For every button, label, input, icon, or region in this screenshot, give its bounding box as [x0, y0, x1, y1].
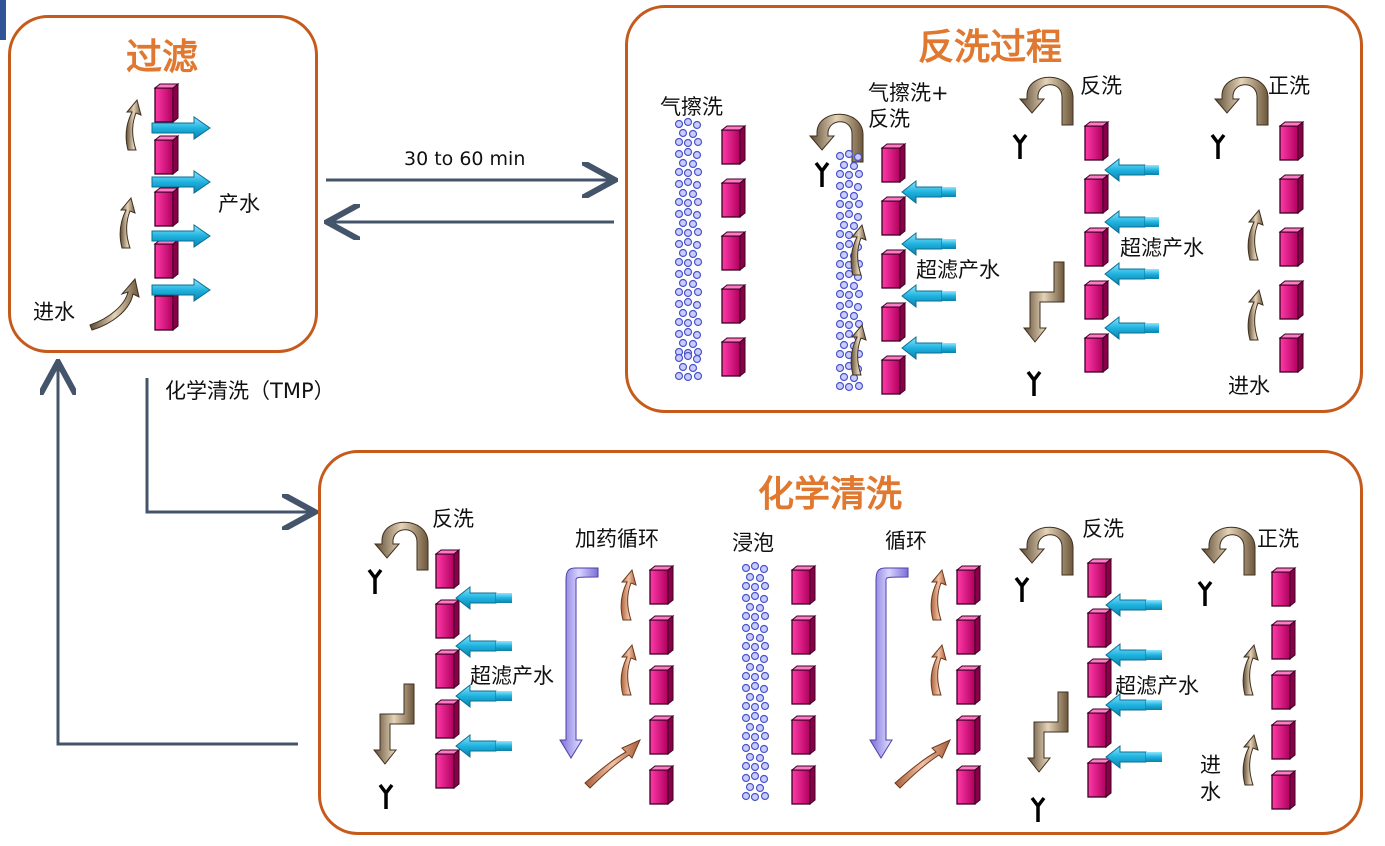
- air-backwash-membranes: [881, 143, 906, 395]
- backwash-membranes: [1084, 121, 1109, 373]
- dosing-membranes: [649, 565, 674, 805]
- filtration-inlet-label: 进水: [33, 300, 75, 324]
- chem-backwash2-drain-arrow: [1027, 691, 1069, 773]
- chem-forward-flush-up-arrows: [1242, 644, 1259, 786]
- air-backwash-flow-arrows: [901, 180, 956, 360]
- air-backwash-valve-icon: [814, 161, 830, 189]
- chem-uf-product-label-2: 超滤产水: [1115, 674, 1199, 698]
- circulation-up-arrows: [894, 569, 951, 789]
- dosing-up-arrows: [584, 569, 641, 789]
- chem-backwash-membranes: [435, 549, 460, 789]
- backwash-drain-arrow: [1023, 261, 1065, 343]
- chem-backwash-top-valve-icon: [367, 568, 383, 596]
- backwash-process-title: 反洗过程: [917, 27, 1062, 68]
- filtration-product-water-label: 产水: [218, 192, 260, 216]
- chem-backwash-bottom-valve-icon: [378, 783, 394, 811]
- backwash-top-valve-icon: [1012, 133, 1028, 161]
- chem-backwash2-label: 反洗: [1082, 517, 1124, 541]
- chem-forward-flush-uturn-arrow: [1201, 526, 1256, 576]
- chem-forward-flush-valve-icon: [1197, 580, 1213, 608]
- chem-backwash2-membranes: [1087, 558, 1112, 798]
- filtration-title: 过滤: [125, 37, 198, 78]
- soaking-bubbles: [741, 561, 770, 802]
- chemical-cleaning-title: 化学清洗: [757, 474, 902, 515]
- chem-backwash-uturn-arrow: [374, 521, 429, 571]
- air-scrub-membranes: [721, 125, 746, 377]
- chem-backwash2-bottom-valve-icon: [1030, 796, 1046, 824]
- return-to-filtration-arrow: [58, 365, 298, 746]
- backwash-inlet-label: 进水: [1228, 374, 1270, 398]
- chem-forward-flush-label: 正洗: [1257, 527, 1299, 551]
- soaking-membranes: [791, 565, 816, 805]
- chem-uf-product-label-1: 超滤产水: [470, 664, 554, 688]
- backwash-uf-product-label-2: 超滤产水: [1120, 236, 1204, 260]
- chemical-trigger-label: 化学清洗（TMP）: [165, 379, 335, 403]
- backwash-bottom-valve-icon: [1026, 370, 1042, 398]
- to-chemical-arrow: [145, 378, 312, 512]
- forward-flush-up-arrows: [1247, 209, 1264, 341]
- backwash-label: 反洗: [1080, 74, 1122, 98]
- air-scrub-label: 气擦洗: [660, 95, 723, 119]
- air-scrub-bubbles: [674, 117, 703, 382]
- circulation-membranes: [956, 565, 981, 805]
- forward-flush-membranes: [1279, 121, 1304, 373]
- dosing-circulation-label: 加药循环: [575, 527, 659, 551]
- chem-backwash-label: 反洗: [432, 507, 474, 531]
- filtration-up-arrows: [89, 99, 142, 331]
- forward-flush-label: 正洗: [1268, 74, 1310, 98]
- forward-flush-valve-icon: [1210, 133, 1226, 161]
- chem-backwash-flow-arrows: [455, 586, 512, 758]
- chem-backwash-drain-arrow: [373, 683, 415, 765]
- chem-backwash2-flow-arrows: [1105, 593, 1162, 769]
- chem-backwash2-uturn-arrow: [1019, 526, 1074, 576]
- air-scrub-backwash-label: 气擦洗+ 反洗: [868, 81, 949, 131]
- backwash-uturn-arrow: [1019, 76, 1074, 126]
- backwash-panel: [625, 5, 1363, 413]
- dosing-circulation-return-arrow: [559, 567, 599, 759]
- chem-backwash2-top-valve-icon: [1014, 576, 1030, 604]
- chem-inlet-label: 进 水: [1200, 753, 1221, 804]
- backwash-uf-product-label-1: 超滤产水: [916, 258, 1000, 282]
- backwash-flow-arrows: [1104, 158, 1159, 340]
- cycle-time-label: 30 to 60 min: [404, 148, 526, 170]
- soaking-label: 浸泡: [732, 531, 774, 555]
- circulation-return-arrow: [869, 567, 909, 759]
- corner-mark: [0, 0, 6, 40]
- chem-forward-flush-membranes: [1271, 567, 1296, 810]
- circulation-label: 循环: [885, 529, 927, 553]
- forward-flush-uturn-arrow: [1214, 76, 1269, 126]
